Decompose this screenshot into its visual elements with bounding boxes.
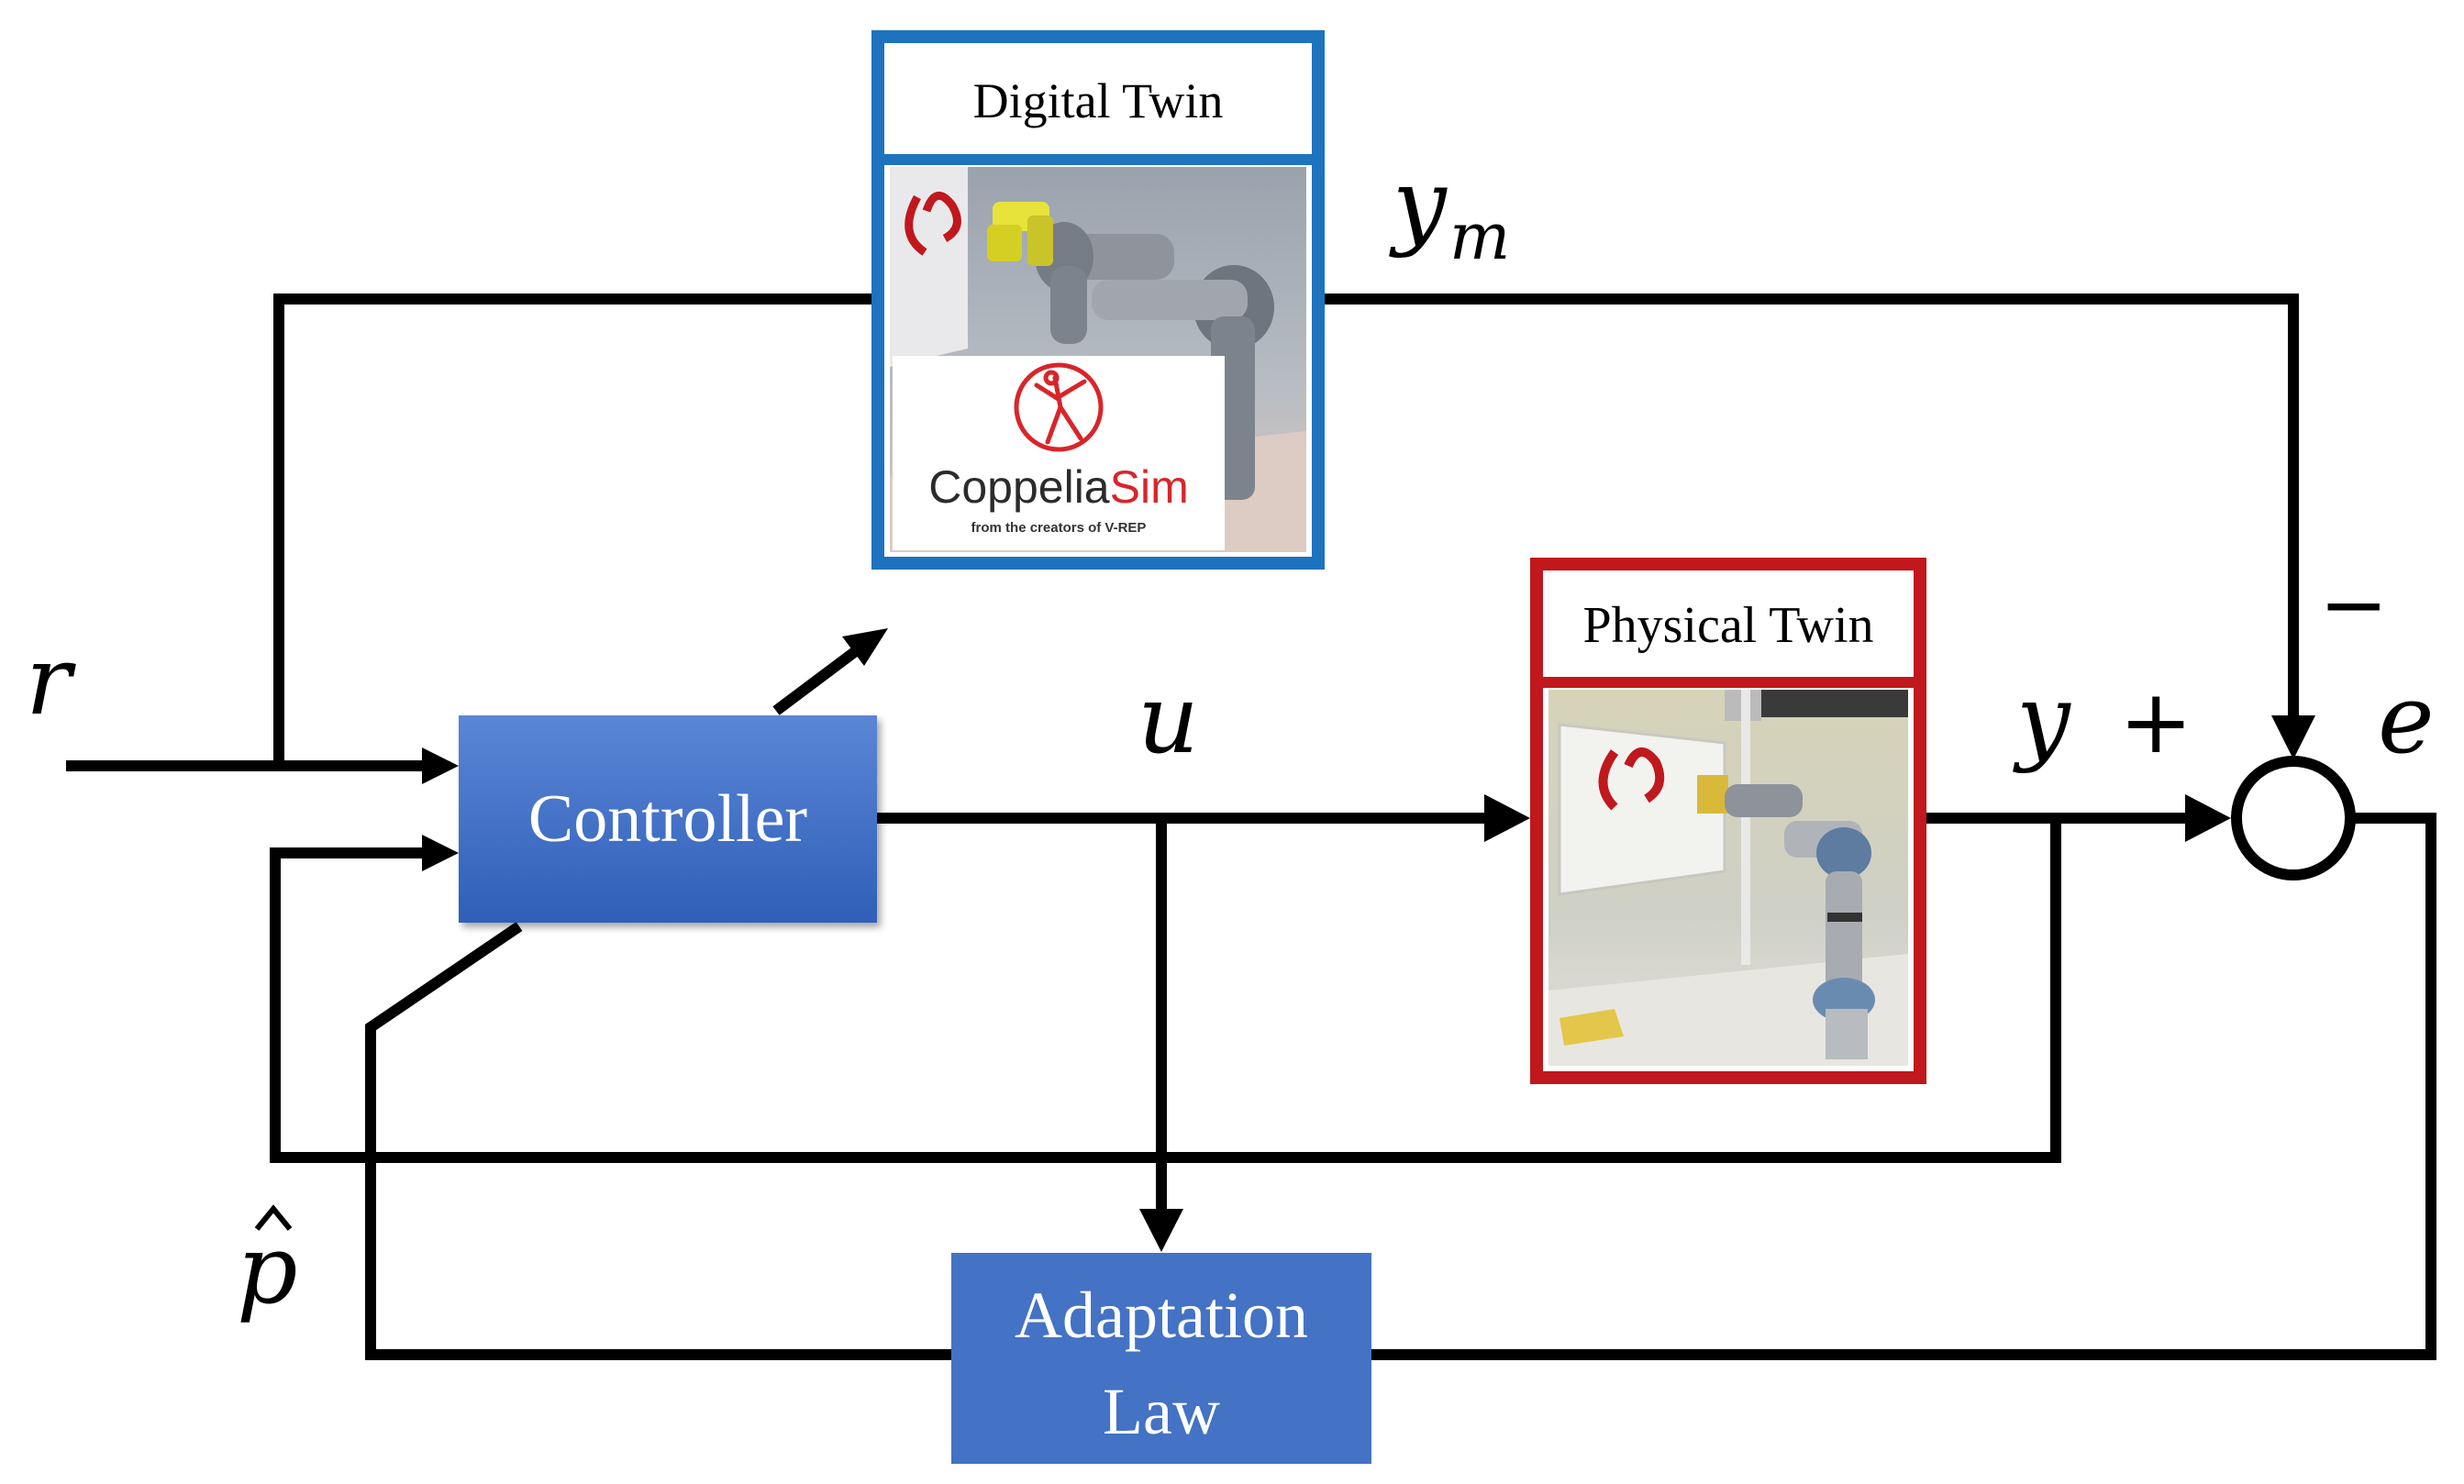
signal-p-hat-letter: p — [237, 1213, 298, 1325]
controller-block: Controller — [459, 715, 877, 923]
digital-twin-panel: Digital Twin — [871, 30, 1325, 570]
arrowhead-adaptation — [1139, 1209, 1183, 1252]
digital-twin-gripper — [987, 202, 1053, 266]
signal-ym: y m — [1389, 148, 1510, 274]
wire-y-feedback — [270, 818, 2061, 1163]
physical-twin-panel: Physical Twin — [1530, 558, 1926, 1084]
svg-text:CoppeliaSim: CoppeliaSim — [928, 461, 1188, 513]
arrowhead-yfb — [422, 835, 459, 871]
hat-icon — [254, 1204, 293, 1231]
adaptation-law-block: Adaptation Law — [951, 1253, 1371, 1464]
signal-u: u — [1138, 663, 1199, 775]
digital-twin-scene-image: CoppeliaSim from the creators of V-REP — [890, 167, 1306, 552]
coppeliasim-logo: CoppeliaSim from the creators of V-REP — [893, 356, 1225, 550]
logo-name-sim: Sim — [1110, 461, 1189, 513]
wire-phat-to-controller — [365, 922, 951, 1360]
controller-label: Controller — [528, 781, 807, 857]
adaptation-label-line1: Adaptation — [1015, 1279, 1308, 1352]
physical-twin-title: Physical Twin — [1582, 597, 1873, 654]
signal-y: y — [2013, 663, 2071, 775]
signal-plus: + — [2119, 670, 2192, 773]
adaptation-label-line2: Law — [1103, 1375, 1220, 1448]
coppeliasim-emblem-icon — [1014, 362, 1104, 452]
physical-twin-title-divider — [1543, 677, 1914, 688]
arrowhead-ym — [2271, 715, 2315, 759]
signal-ym-subscript: m — [1449, 199, 1510, 274]
wires — [66, 293, 2436, 1360]
logo-tagline: from the creators of V-REP — [971, 520, 1147, 536]
signal-minus: − — [2319, 557, 2388, 653]
wire-e-to-adaptation — [1371, 813, 2436, 1360]
logo-name-coppelia: Coppelia — [928, 461, 1110, 513]
wire-ym-to-sum — [1318, 293, 2299, 734]
digital-twin-title: Digital Twin — [973, 73, 1224, 128]
wire-adjust-arrow — [772, 637, 871, 715]
signal-ym-base: y — [1389, 148, 1448, 260]
signal-r: r — [26, 625, 76, 736]
arrowheads — [422, 628, 2315, 1252]
physical-twin-robot — [1697, 775, 1875, 1059]
digital-twin-title-divider — [884, 154, 1312, 165]
signal-e: e — [2378, 663, 2435, 775]
wire-r-to-digital-twin — [273, 293, 878, 766]
arrowhead-u — [1484, 794, 1530, 842]
arrowhead-adjust — [842, 628, 888, 666]
summing-junction — [2231, 756, 2356, 880]
arrowhead-y — [2185, 794, 2231, 842]
physical-twin-photo — [1548, 690, 1908, 1066]
arrowhead-r — [422, 748, 459, 784]
signal-p-hat: p — [237, 1204, 298, 1325]
